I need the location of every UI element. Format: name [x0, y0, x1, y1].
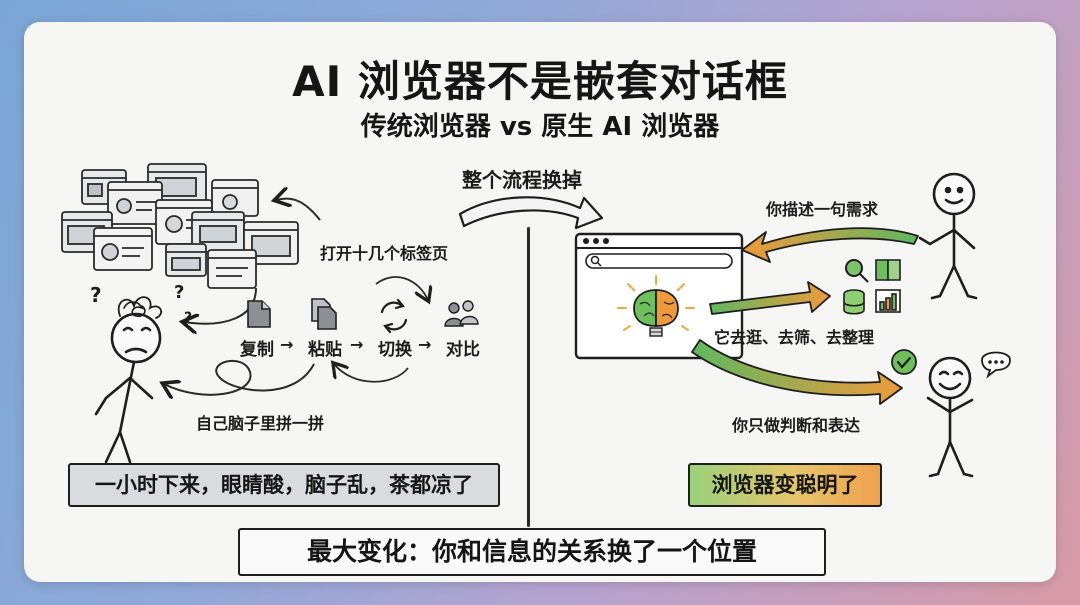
right-summary-box: 浏览器变聪明了: [688, 463, 882, 507]
browser-window-icon: [107, 181, 163, 225]
checkmark-icon: [891, 349, 917, 375]
ai-action-label: 它去逛、去筛、去整理: [714, 328, 875, 347]
request-arrow: [741, 227, 919, 263]
browser-window-icon: [243, 221, 299, 265]
user-role-label: 你只做判断和表达: [732, 416, 861, 435]
page-title: AI 浏览器不是嵌套对话框: [292, 57, 788, 106]
document-icon: [247, 300, 271, 328]
tabs-label: 打开十几个标签页: [320, 244, 449, 263]
page-subtitle: 传统浏览器 vs 原生 AI 浏览器: [360, 112, 720, 142]
svg-text:?: ?: [90, 283, 102, 307]
step-arrow: →: [418, 335, 432, 354]
infographic-card: AI 浏览器不是嵌套对话框 传统浏览器 vs 原生 AI 浏览器: [24, 22, 1056, 582]
result-arrow: [691, 339, 903, 405]
brain-label: 自己脑子里拼一拼: [196, 414, 325, 433]
database-icon: [843, 289, 865, 315]
process-arrow: [709, 281, 831, 315]
stressed-person-icon: ? ? ?: [90, 282, 192, 464]
loop-arrow-bottom: [334, 364, 409, 383]
browser-window-icon: [165, 243, 207, 277]
left-summary-box: 一小时下来，眼睛酸，脑子乱，茶都凉了: [68, 463, 500, 507]
magnifier-icon: [845, 259, 869, 283]
person-icon: [918, 172, 978, 300]
svg-text:?: ?: [174, 282, 184, 303]
people-icon: [444, 300, 479, 327]
loop-arrow-top: [375, 276, 428, 300]
step-paste: 粘贴: [308, 340, 342, 360]
book-icon: [875, 259, 901, 281]
scribble-loop-arrow: [164, 359, 315, 395]
happy-person-icon: [926, 356, 974, 478]
tabs-curve-arrow: [276, 199, 321, 221]
step-copy: 复制: [240, 340, 274, 360]
brain-lightbulb-icon: [617, 275, 695, 337]
svg-text:?: ?: [184, 310, 192, 326]
speech-bubble-icon: [981, 351, 1011, 379]
swap-icon: [380, 298, 408, 334]
flow-change-arrow: [458, 196, 604, 230]
center-divider: [527, 227, 530, 527]
browser-tabs-stack: [61, 163, 299, 289]
step-arrow: →: [280, 335, 294, 354]
illustration-layer: ? ? ?: [61, 163, 1011, 478]
browser-window-icon: [93, 227, 153, 271]
browser-window-icon: [207, 249, 257, 289]
footer-conclusion-box: 最大变化：你和信息的关系换了一个位置: [238, 528, 826, 576]
search-icon: [590, 255, 602, 267]
step-arrow: →: [350, 335, 364, 354]
bar-chart-icon: [875, 289, 901, 313]
tabs-to-head-arrow: [184, 287, 257, 324]
flow-change-label: 整个流程换掉: [462, 168, 582, 192]
request-label: 你描述一句需求: [766, 200, 879, 219]
copy-icon: [311, 298, 337, 330]
step-compare: 对比: [446, 340, 480, 360]
step-switch: 切换: [378, 340, 412, 360]
browser-window-icon: [211, 179, 259, 217]
